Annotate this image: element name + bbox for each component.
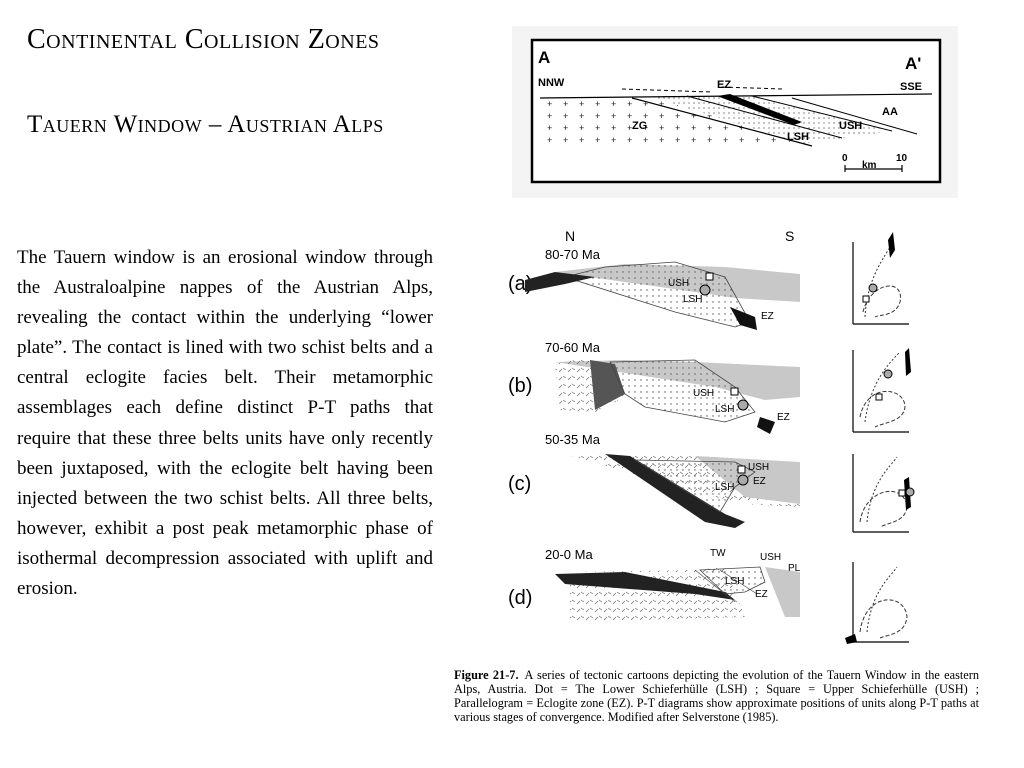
schist-belt-fill [652,96,892,144]
lower-plate [563,261,751,328]
scale-ten: 10 [896,153,908,164]
figure-caption: Figure 21-7.A series of tectonic cartoon… [454,668,979,724]
label-lsh: LSH [683,294,702,305]
label-ez: EZ [753,476,766,487]
cross-section-figure: + A A' NNW SSE EZ ZG AA USH LSH 0 10 km [512,26,958,198]
label-ush: USH [760,552,781,563]
contact-line [686,95,843,139]
end-label-a: A [538,48,550,67]
pt-diagram-c [852,454,915,533]
label-tw: TW [710,548,726,559]
crust-slab [525,272,595,292]
surface-line [539,93,933,99]
slide-title: Continental Collision Zones [27,24,380,55]
label-ush: USH [839,120,862,132]
label-pl: PL [788,563,801,574]
zg-granite-body [540,97,802,144]
label-ez: EZ [717,79,731,91]
contact-line [791,97,918,135]
label-lsh: LSH [725,576,744,587]
projected-line [721,86,783,90]
panel-b: (b) 70-60 Ma USH LSH EZ [508,340,800,434]
direction-left: NNW [538,77,565,89]
panel-a: (a) 80-70 Ma USH LSH EZ [508,247,800,330]
ush-square [705,272,714,281]
south-label: S [785,228,794,244]
eclogite-zone-band [717,94,802,125]
pt-diagram-b [852,348,911,433]
pt-diagram-d [845,562,909,644]
label-aa: AA [882,106,898,118]
panel-age: 20-0 Ma [545,547,593,562]
label-ush: USH [668,278,689,289]
body-paragraph: The Tauern window is an erosional window… [17,247,433,600]
contact-line [631,97,813,147]
contact-line [751,95,893,132]
label-zg: ZG [632,120,647,132]
label-lsh: LSH [787,131,809,143]
lsh-dot [699,284,711,296]
panel-age: 80-70 Ma [545,247,601,262]
panel-age: 70-60 Ma [545,340,601,355]
label-ez: EZ [755,589,768,600]
end-label-a-prime: A' [905,54,921,73]
pt-diagram-a [852,232,909,325]
panel-c: (c) 50-35 Ma USH LSH EZ [508,432,800,528]
tectonic-cartoons-figure: N S (a) 80-70 Ma USH LSH EZ (b) 70-60 Ma… [508,228,915,644]
eclogite-body [730,307,757,330]
scale-zero: 0 [842,153,848,164]
caption-label: Figure 21-7. [454,668,519,682]
caption-text: A series of tectonic cartoons depicting … [454,668,979,724]
scale-unit: km [862,160,877,171]
slide-subtitle: Tauern Window – Austrian Alps [27,111,384,138]
panel-letter: (b) [508,375,532,397]
panel-age: 50-35 Ma [545,432,601,447]
label-ez: EZ [777,412,790,423]
label-lsh: LSH [715,404,734,415]
direction-right: SSE [900,81,922,93]
label-ez: EZ [761,311,774,322]
projected-line [621,88,713,93]
panel-letter: (d) [508,587,532,609]
panel-letter: (c) [508,473,531,495]
panel-d: (d) 20-0 Ma TW USH PL LSH EZ [508,547,801,622]
north-label: N [565,228,575,244]
label-ush: USH [693,388,714,399]
label-lsh: LSH [715,482,734,493]
label-ush: USH [748,462,769,473]
